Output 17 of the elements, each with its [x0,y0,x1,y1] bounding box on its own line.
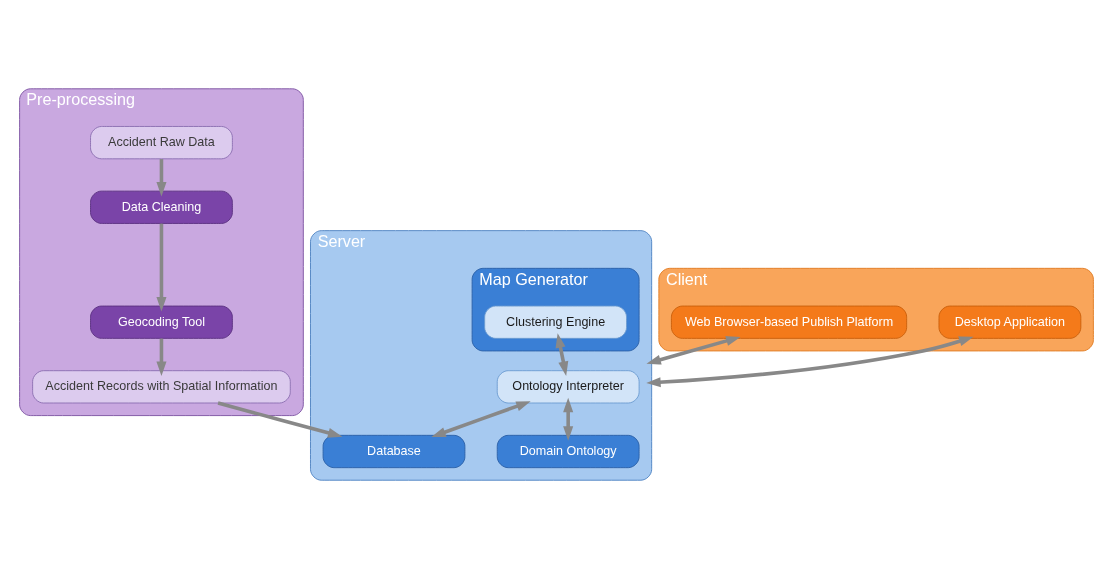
arrow [563,397,574,441]
arrow [156,338,167,377]
arrow [156,223,167,312]
node-box: Clustering Engine [484,305,627,339]
node-box: Database [322,434,466,469]
arrow [156,159,167,197]
node-box: Web Browser-based Publish Platform [670,305,908,339]
arrow [646,336,974,388]
node-box: Geocoding Tool [90,305,233,339]
node-box: Desktop Application [938,305,1082,339]
node-box: Data Cleaning [90,190,233,224]
node-box: Accident Records with Spatial Information [32,370,291,404]
arrow [646,336,741,365]
node-box: Domain Ontology [496,434,640,469]
arrow [431,401,531,438]
node-box: Ontology Interpreter [496,370,640,404]
node-box: Accident Raw Data [90,126,233,160]
